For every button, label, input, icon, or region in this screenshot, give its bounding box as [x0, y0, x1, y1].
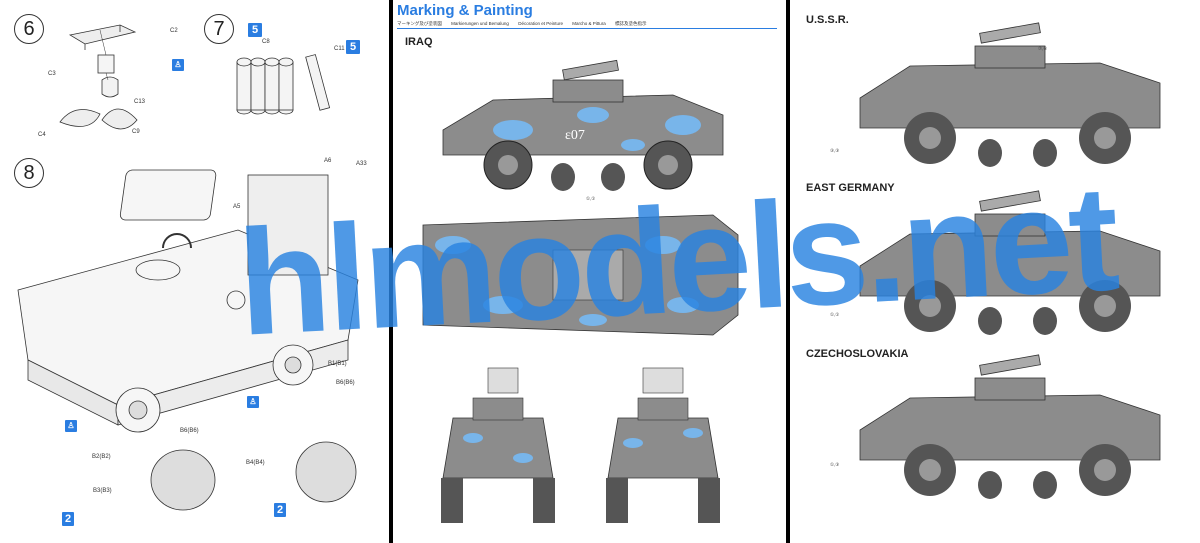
label-c3: C3 [48, 71, 56, 77]
subtitle-jp: マーキング及び塗装図 [397, 21, 442, 26]
panel-divider-right [786, 0, 790, 543]
east-germany-side-view [859, 190, 1161, 335]
label-a6: A6 [324, 158, 332, 164]
step-7-rocket-pod [236, 54, 331, 115]
ussr-side-view [859, 22, 1161, 167]
label-c8: C8 [262, 39, 270, 45]
paint-icon-step8b: ♙ [247, 396, 259, 408]
iraq-callout-ref: ①,① [586, 196, 596, 201]
east-germany-label: EAST GERMANY [806, 182, 895, 194]
ussr-callout-ref2: ⑦,⑥ [1038, 46, 1048, 51]
iraq-hull-number: ε07 [565, 128, 585, 143]
painting-panel-variants: U.S.S.R. EAST GERMANY CZECHOSLOVAKIA ③,③… [790, 0, 1200, 543]
paint-icon-step8a: ♙ [65, 420, 77, 432]
czech-side-view [859, 354, 1161, 499]
panel-divider-left [389, 0, 393, 543]
subtitle-fr: Décoration et Peinture [518, 21, 563, 26]
subtitle-it: Marcho & Pittura [572, 21, 606, 26]
label-c9: C9 [132, 129, 140, 135]
title-rule [397, 28, 777, 29]
step-8-hull-drawing [17, 169, 359, 511]
part-badge-5a: 5 [248, 23, 262, 37]
label-c4: C4 [38, 132, 46, 138]
iraq-label: IRAQ [405, 36, 433, 48]
ussr-callout-ref: ③,③ [830, 148, 840, 153]
label-c11: C11 [334, 46, 345, 52]
painting-panel-iraq: Marking & Painting マーキング及び塗装図 Markierung… [393, 0, 786, 543]
step-6-number: 6 [14, 14, 44, 44]
paint-icon-step6: ♙ [172, 59, 184, 71]
subtitle-de: Markierungen und Bemalung [451, 21, 509, 26]
iraq-top-view [422, 214, 739, 336]
label-a33: A33 [356, 161, 367, 167]
painting-title: Marking & Painting [397, 2, 533, 19]
part-badge-2b: 2 [274, 503, 286, 517]
painting-subtitle: マーキング及び塗装図 Markierungen und Bemalung Déc… [397, 21, 647, 27]
part-badge-2a: 2 [62, 512, 74, 526]
iraq-front-view [441, 367, 555, 523]
czech-label: CZECHOSLOVAKIA [806, 348, 909, 360]
part-badge-5b: 5 [346, 40, 360, 54]
label-a5: A5 [233, 204, 241, 210]
czech-callout-ref: ①,③ [830, 462, 840, 467]
ussr-label: U.S.S.R. [806, 14, 849, 26]
label-b6a: B6(B6) [336, 380, 355, 386]
iraq-side-view [442, 59, 724, 191]
iraq-rear-view [606, 367, 720, 523]
label-b3: B3(B3) [93, 488, 112, 494]
label-b2: B2(B2) [92, 454, 111, 460]
label-b4: B4(B4) [246, 460, 265, 466]
label-b6b: B6(B6) [180, 428, 199, 434]
east-germany-callout-ref: ①,① [830, 312, 840, 317]
step-7-number: 7 [204, 14, 234, 44]
label-b1: B1(B1) [328, 361, 347, 367]
step-8-number: 8 [14, 158, 44, 188]
assembly-panel: 6 7 8 C2 C3 C13 C4 C9 ♙ 5 5 C8 C11 [0, 0, 389, 543]
label-c13: C13 [134, 99, 146, 105]
step-6-drawing [59, 24, 138, 130]
subtitle-cn: 標誌及塗色指示 [615, 21, 647, 26]
label-c2: C2 [170, 28, 178, 34]
